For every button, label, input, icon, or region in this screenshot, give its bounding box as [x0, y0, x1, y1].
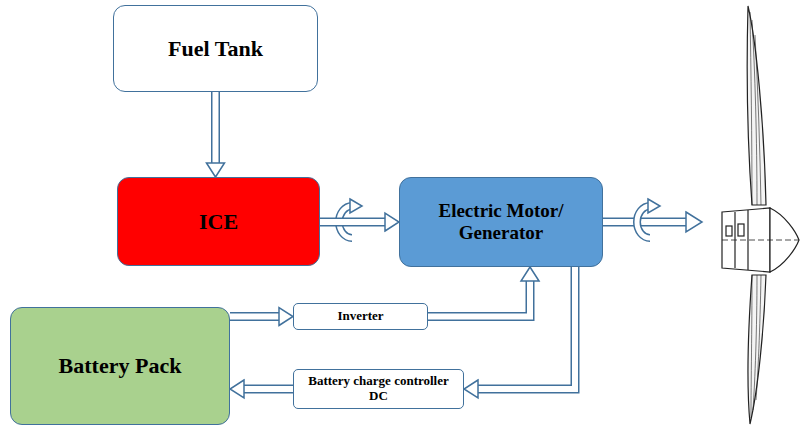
arrow-shaft	[478, 267, 575, 389]
tank-box: Fuel Tank	[113, 5, 318, 92]
arrow-shaft	[211, 92, 220, 163]
propeller	[722, 6, 799, 424]
engine-box: ICE	[117, 177, 320, 266]
arrow-shaft	[244, 386, 293, 392]
flow-arrow	[428, 267, 539, 317]
arrow-head	[521, 267, 539, 281]
arrow-shaft	[428, 281, 530, 317]
arrow-shaft	[428, 281, 530, 317]
arrow-head	[230, 380, 244, 398]
box-label: Inverter	[337, 309, 383, 324]
flow-arrow	[230, 380, 293, 398]
inverter-box: Inverter	[293, 303, 428, 330]
flow-arrow	[464, 267, 575, 398]
arrow-shaft	[230, 312, 279, 321]
arrow-shaft	[478, 267, 575, 389]
motor-box: Electric Motor/ Generator	[399, 177, 603, 267]
controller-box: Battery charge controller DC	[293, 369, 464, 409]
arrow-shaft	[320, 218, 385, 227]
arrow-head	[385, 213, 399, 231]
arrow-shaft	[244, 385, 293, 394]
box-label: Battery charge controller DC	[302, 374, 455, 404]
rotation-symbol	[637, 199, 660, 238]
arrow-shaft	[320, 219, 385, 225]
arrow-shaft	[230, 314, 279, 320]
battery-box: Battery Pack	[10, 307, 230, 425]
box-label: Battery Pack	[59, 353, 182, 378]
box-label: Electric Motor/ Generator	[408, 200, 594, 244]
arrow-head	[464, 380, 478, 398]
arrow-shaft	[213, 92, 219, 163]
box-label: ICE	[199, 209, 238, 234]
flow-arrow	[320, 213, 399, 231]
flow-arrow	[207, 92, 225, 177]
arrow-head	[207, 163, 225, 177]
shaft-arrow	[603, 212, 702, 232]
arrow-head	[279, 308, 293, 326]
box-label: Fuel Tank	[168, 36, 263, 61]
flow-arrow	[230, 308, 293, 326]
